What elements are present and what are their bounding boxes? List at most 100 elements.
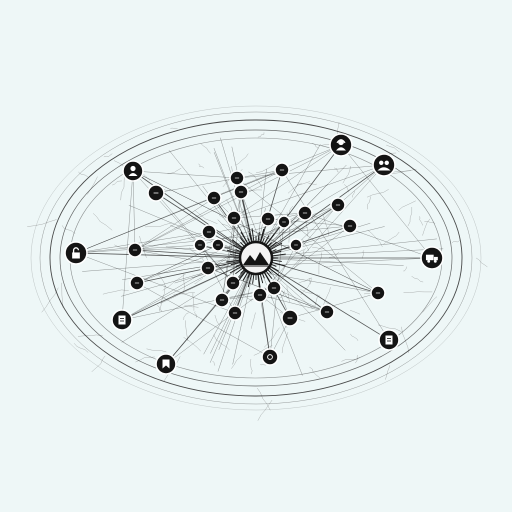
connection-line: [233, 144, 342, 219]
landscape-scene-icon: [242, 252, 270, 267]
dot-icon: [211, 197, 217, 199]
network-node[interactable]: [214, 292, 230, 308]
background-scribble: [194, 277, 203, 284]
network-node[interactable]: [155, 353, 177, 375]
network-node[interactable]: [329, 133, 353, 157]
connection-line: [281, 169, 390, 341]
background-scribble: [73, 343, 89, 353]
background-scribble: [422, 218, 431, 236]
dot-icon: [294, 244, 298, 246]
network-node[interactable]: [201, 224, 217, 240]
network-node[interactable]: [122, 160, 144, 182]
background-scribble: [192, 292, 195, 311]
network-node[interactable]: [233, 184, 249, 200]
network-node[interactable]: [266, 280, 282, 296]
group-icon: [377, 160, 391, 171]
connection-line: [128, 205, 257, 259]
dot-icon: [335, 204, 341, 206]
node-disc: [372, 153, 396, 177]
dot-icon: [205, 267, 211, 269]
background-scribble: [120, 176, 125, 201]
truck-icon: [425, 254, 438, 263]
background-scribble: [323, 215, 329, 236]
network-node[interactable]: [370, 285, 386, 301]
dot-icon: [153, 192, 159, 194]
background-scribble: [257, 132, 265, 138]
background-scribble: [91, 355, 106, 372]
network-node[interactable]: [342, 218, 358, 234]
dot-icon: [324, 311, 330, 313]
background-scribble: [293, 250, 305, 270]
network-node[interactable]: [227, 305, 243, 321]
connection-line: [75, 231, 210, 254]
network-node[interactable]: [229, 170, 245, 186]
lock-icon: [72, 247, 80, 259]
connection-line: [273, 164, 385, 289]
background-scribble: [200, 143, 211, 154]
network-node[interactable]: [277, 215, 291, 229]
dot-icon: [347, 225, 353, 227]
network-node[interactable]: [147, 184, 165, 202]
hub-disc[interactable]: [238, 240, 274, 276]
network-node[interactable]: [226, 210, 242, 226]
network-node[interactable]: [200, 260, 216, 276]
network-node[interactable]: [127, 242, 143, 258]
background-scribble: [312, 247, 325, 250]
background-scribble: [318, 252, 322, 275]
background-scribble: [231, 354, 242, 369]
dot-icon: [271, 287, 277, 289]
dot-icon: [206, 231, 212, 233]
network-node[interactable]: [252, 287, 268, 303]
connection-line: [255, 226, 385, 259]
network-node[interactable]: [289, 238, 303, 252]
background-scribble: [342, 165, 352, 184]
connection-line: [132, 170, 379, 294]
connection-line: [132, 170, 379, 294]
connection-line: [203, 257, 257, 355]
network-node[interactable]: [211, 238, 225, 252]
network-node[interactable]: [129, 275, 145, 291]
node-layer: [64, 133, 444, 375]
background-scribble: [87, 176, 98, 195]
network-node[interactable]: [378, 329, 400, 351]
background-scribble: [250, 358, 253, 375]
background-scribble: [386, 144, 400, 153]
network-node[interactable]: [281, 309, 299, 327]
background-scribble: [77, 334, 103, 337]
orbit-ring: [30, 105, 482, 411]
connection-line: [289, 292, 379, 319]
network-node[interactable]: [420, 246, 444, 270]
background-scribble: [383, 231, 400, 245]
network-node[interactable]: [111, 309, 133, 331]
network-node[interactable]: [64, 241, 88, 265]
background-scribble: [422, 296, 438, 313]
background-scribble: [62, 225, 76, 234]
network-node[interactable]: [297, 205, 313, 221]
network-node[interactable]: [225, 275, 241, 291]
background-scribble: [167, 168, 182, 175]
connection-line: [340, 144, 433, 259]
background-scribble: [198, 163, 205, 169]
network-node[interactable]: [260, 211, 276, 227]
network-node[interactable]: [372, 153, 396, 177]
background-scribble: [401, 326, 410, 353]
network-node[interactable]: [193, 238, 207, 252]
background-scribble: [27, 219, 57, 227]
circle-icon: [267, 354, 273, 360]
connection-line: [121, 170, 134, 321]
background-scribble: [184, 305, 199, 308]
background-scribble: [403, 291, 433, 293]
background-scribble: [146, 348, 167, 353]
connection-line: [255, 164, 385, 259]
network-node[interactable]: [261, 348, 279, 366]
connection-line: [134, 212, 306, 251]
network-node[interactable]: [274, 162, 290, 178]
background-scribble: [286, 286, 291, 303]
network-node[interactable]: [319, 304, 335, 320]
bookmark-icon: [162, 359, 170, 369]
background-scribble: [162, 273, 186, 291]
network-node[interactable]: [330, 197, 346, 213]
background-scribble: [139, 235, 147, 258]
network-node[interactable]: [206, 190, 222, 206]
background-scribble: [475, 257, 488, 268]
